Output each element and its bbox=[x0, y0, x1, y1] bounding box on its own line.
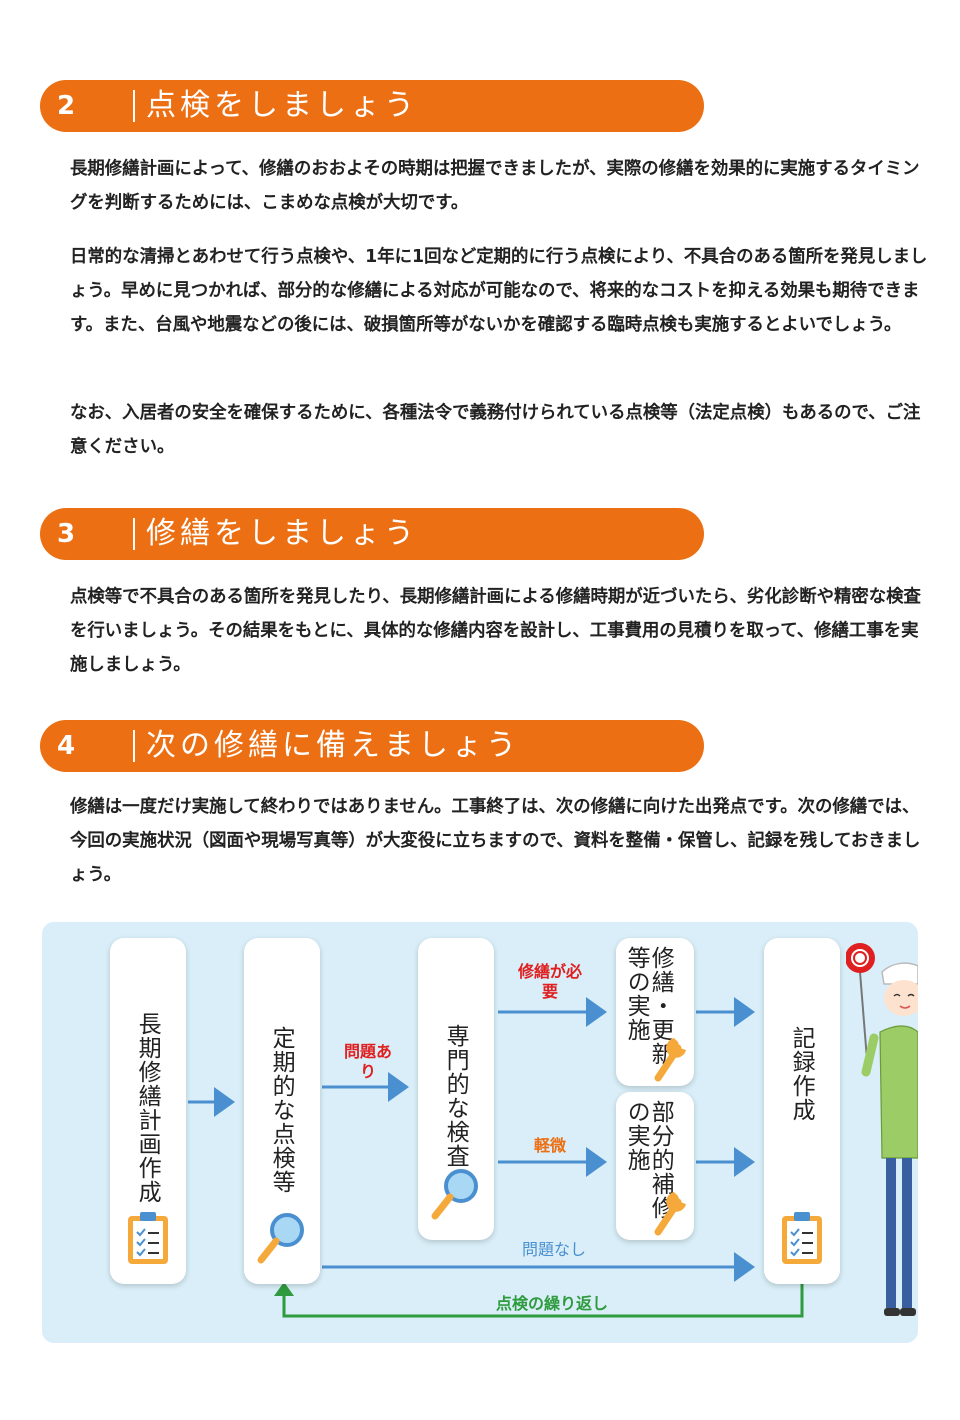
step-plan-label: 長期修繕計画作成 bbox=[134, 1012, 161, 1204]
paragraph: 日常的な清掃とあわせて行う点検や、1年に1回など定期的に行う点検により、不具合の… bbox=[70, 247, 928, 335]
flow-arrows bbox=[188, 997, 804, 1318]
section-title: 修繕をしましょう bbox=[146, 516, 418, 551]
section-header-3: 3 修繕をしましょう bbox=[40, 508, 704, 560]
section-number: 3 bbox=[56, 519, 76, 549]
paragraph: 長期修繕計画によって、修繕のおおよその時期は把握できましたが、実際の修繕を効果的… bbox=[70, 159, 920, 213]
label-need-repair: 修繕が必要 bbox=[518, 962, 583, 1001]
divider bbox=[133, 518, 135, 550]
label-no-problem: 問題なし bbox=[521, 1240, 586, 1259]
section-title: 次の修繕に備えましょう bbox=[146, 728, 520, 763]
section-header-2: 2 点検をしましょう bbox=[40, 80, 704, 132]
wrench-icon bbox=[654, 1038, 686, 1082]
step-record-label: 記録作成 bbox=[788, 1026, 815, 1122]
step-plan-card: 長期修繕計画作成 bbox=[110, 938, 186, 1284]
divider bbox=[133, 90, 135, 122]
paragraph: 点検等で不具合のある箇所を発見したり、長期修繕計画による修繕時期が近づいたら、劣… bbox=[70, 587, 921, 675]
arrow-repeat-loop bbox=[282, 1280, 804, 1318]
step-inspection-label: 定期的な点検等 bbox=[268, 1026, 295, 1194]
maintenance-flow-diagram: 長期修繕計画作成 定期的な点検等 専門的な検査 修繕・更新等の実施 bbox=[42, 922, 918, 1343]
arrow-repeat-head bbox=[274, 1282, 294, 1296]
step-repair-label: 修繕・更新等の実施 bbox=[623, 946, 674, 1066]
section-number: 2 bbox=[56, 91, 76, 121]
paragraph: 修繕は一度だけ実施して終わりではありません。工事終了は、次の修繕に向けた出発点で… bbox=[70, 797, 921, 885]
wrench-icon bbox=[654, 1192, 686, 1236]
paragraph: なお、入居者の安全を確保するために、各種法令で義務付けられている点検等（法定点検… bbox=[70, 403, 921, 457]
magnifier-icon bbox=[431, 1169, 478, 1220]
section-title: 点検をしましょう bbox=[146, 88, 418, 123]
magnifier-icon bbox=[257, 1213, 304, 1264]
step-inspection-card: 定期的な点検等 bbox=[244, 938, 320, 1284]
step-detailed-card: 専門的な検査 bbox=[418, 938, 494, 1240]
section-number: 4 bbox=[56, 731, 76, 761]
step-partial-card: 部分的補修の実施 bbox=[616, 1092, 694, 1240]
step-detailed-label: 専門的な検査 bbox=[442, 1024, 469, 1168]
clipboard-icon bbox=[782, 1212, 822, 1264]
worker-character-illustration bbox=[846, 943, 918, 1316]
step-record-card: 記録作成 bbox=[764, 938, 840, 1284]
clipboard-icon bbox=[128, 1212, 168, 1264]
section-header-4: 4 次の修繕に備えましょう bbox=[40, 720, 704, 772]
label-minor: 軽微 bbox=[533, 1136, 566, 1155]
label-repeat: 点検の繰り返し bbox=[495, 1294, 608, 1313]
divider bbox=[133, 730, 135, 762]
label-problem: 問題あり bbox=[343, 1042, 392, 1081]
step-repair-card: 修繕・更新等の実施 bbox=[616, 938, 694, 1086]
